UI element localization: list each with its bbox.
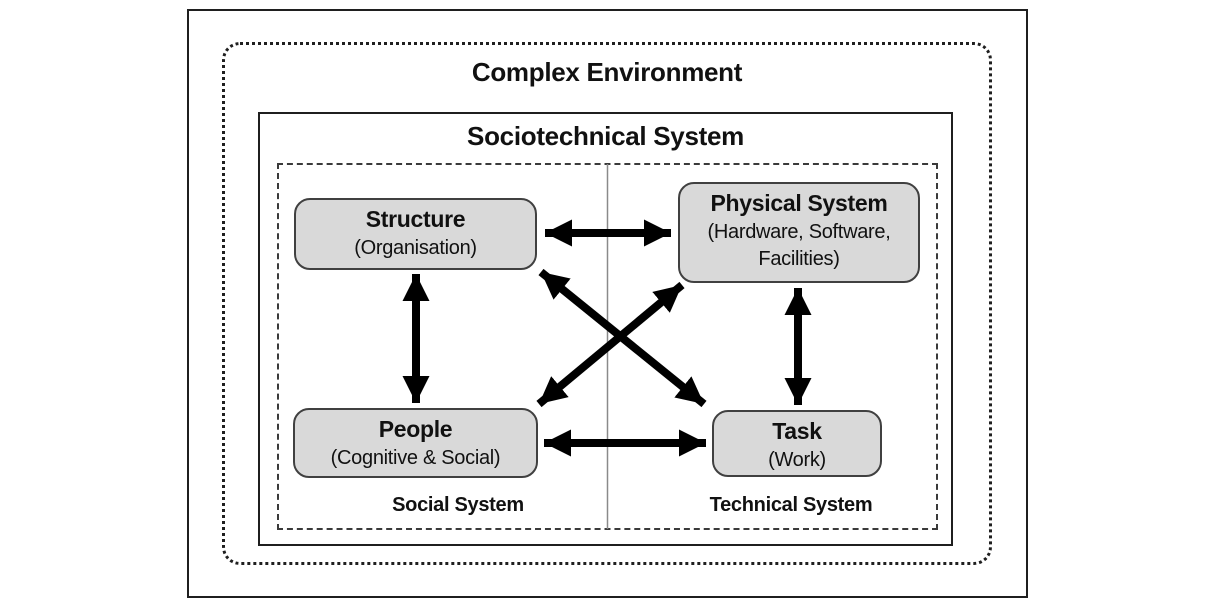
node-task-title: Task bbox=[772, 418, 822, 444]
outer-border-frame bbox=[187, 9, 1028, 598]
social-system-label: Social System bbox=[392, 494, 524, 516]
sociotechnical-system-title: Sociotechnical System bbox=[467, 121, 744, 151]
node-physical-system: Physical System (Hardware, Software, Fac… bbox=[678, 182, 920, 283]
node-structure-title: Structure bbox=[365, 206, 466, 232]
sociotechnical-system-boundary bbox=[258, 112, 953, 546]
node-people: People (Cognitive & Social) bbox=[293, 408, 538, 478]
node-task-subtitle: (Work) bbox=[768, 449, 826, 471]
node-people-subtitle: (Cognitive & Social) bbox=[330, 447, 501, 469]
complex-environment-boundary bbox=[222, 42, 992, 565]
node-physical-system-subtitle: (Hardware, Software, Facilities) bbox=[707, 221, 891, 270]
node-task: Task (Work) bbox=[712, 410, 882, 477]
node-structure-subtitle: (Organisation) bbox=[354, 237, 477, 259]
complex-environment-title: Complex Environment bbox=[471, 57, 743, 87]
node-people-title: People bbox=[378, 416, 453, 442]
technical-system-label: Technical System bbox=[709, 494, 873, 516]
node-physical-system-title: Physical System bbox=[710, 190, 888, 216]
node-structure: Structure (Organisation) bbox=[294, 198, 537, 270]
